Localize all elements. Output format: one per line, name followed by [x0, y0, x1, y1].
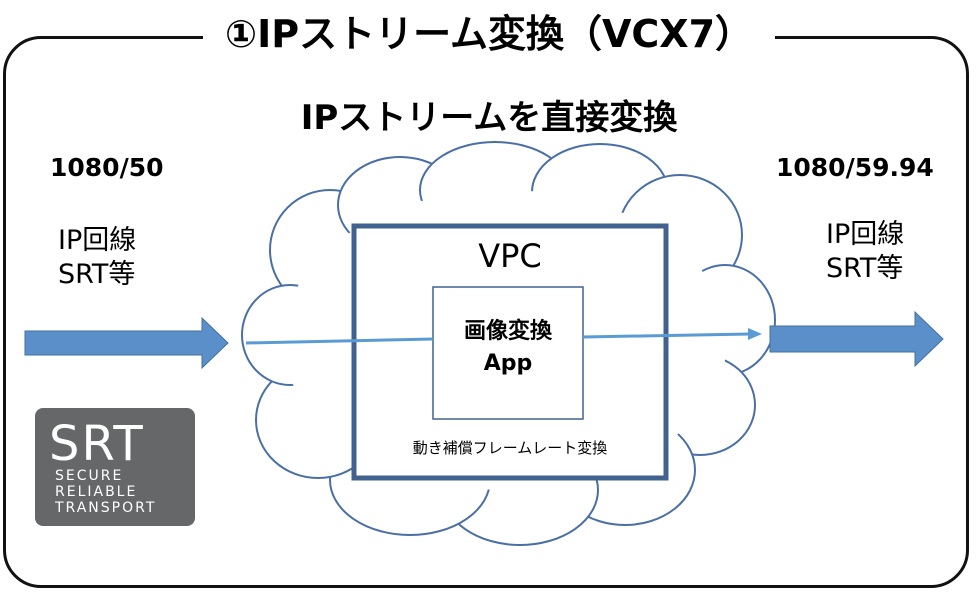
output-connection-line2: SRT等	[826, 253, 904, 284]
input-arrow	[24, 316, 229, 370]
srt-logo-mark: SRT	[49, 416, 145, 472]
vpc-label: VPC	[478, 237, 542, 275]
srt-logo-line2: RELIABLE	[55, 484, 138, 500]
vpc-box	[351, 223, 669, 481]
srt-logo-line1: SECURE	[55, 468, 124, 484]
flow-line-in	[245, 337, 434, 345]
srt-logo-tagline: SECURE RELIABLE TRANSPORT	[55, 468, 156, 516]
app-label: 画像変換 App	[432, 316, 584, 380]
flow-arrowhead	[748, 328, 762, 340]
input-format-label: 1080/50	[50, 153, 164, 182]
output-format-label: 1080/59.94	[776, 153, 934, 182]
vpc-note: 動き補償フレームレート変換	[412, 439, 608, 457]
app-box	[432, 286, 584, 420]
page-title: ①IPストリーム変換（VCX7）	[0, 6, 978, 62]
app-label-line2: App	[483, 351, 533, 376]
app-label-line1: 画像変換	[463, 319, 552, 344]
flow-line-out	[582, 332, 751, 339]
input-connection-label: IP回線 SRT等	[58, 224, 136, 292]
output-connection-line1: IP回線	[826, 219, 905, 250]
srt-logo: SRT SECURE RELIABLE TRANSPORT	[35, 408, 195, 526]
diagram-subtitle: IPストリームを直接変換	[300, 98, 678, 138]
input-connection-line1: IP回線	[58, 225, 137, 256]
srt-logo-line3: TRANSPORT	[55, 500, 157, 516]
output-connection-label: IP回線 SRT等	[826, 218, 904, 286]
output-arrow	[769, 310, 944, 368]
input-connection-line2: SRT等	[58, 259, 136, 290]
